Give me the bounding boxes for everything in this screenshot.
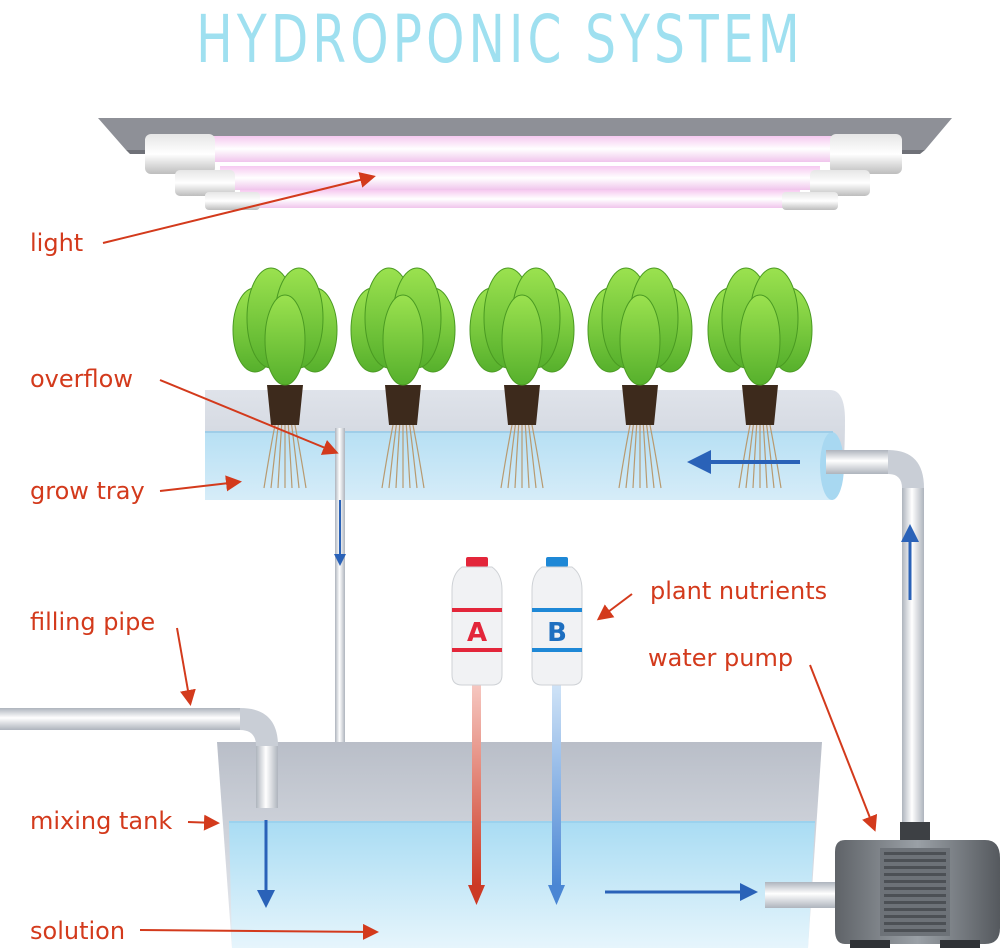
light-pointer <box>102 172 376 244</box>
lettuce-plant <box>587 267 693 489</box>
label-pointers <box>102 172 878 940</box>
grow-light <box>98 118 952 210</box>
bottle-a <box>451 557 503 686</box>
label-grow-tray: grow tray <box>30 477 145 505</box>
overflow-pointer <box>159 379 339 455</box>
water-pump-pointer <box>809 664 878 832</box>
grow-tray <box>205 390 845 500</box>
bottle-a-label: A <box>467 618 487 648</box>
plant-nutrients-pointer <box>596 593 633 621</box>
mixing-tank <box>217 742 822 948</box>
lettuce-plant <box>350 267 456 489</box>
lettuce-plant <box>707 267 813 489</box>
bottle-b <box>531 557 583 686</box>
light-tube-2 <box>220 166 820 190</box>
pump-grille <box>884 852 946 932</box>
light-tube-1 <box>200 136 840 162</box>
filling-pipe <box>0 708 278 808</box>
nutrient-a-arrowhead <box>468 885 485 905</box>
mixing-tank-pointer <box>187 814 220 831</box>
nutrient-b-arrowhead <box>548 885 565 905</box>
label-solution: solution <box>30 917 126 945</box>
diagram-title: HYDROPONIC SYSTEM <box>196 1 804 78</box>
grow-tray-pointer <box>159 475 242 492</box>
solution-pointer <box>139 923 379 940</box>
overflow-pipe <box>335 428 345 878</box>
light-tube-3 <box>240 190 800 208</box>
filling-pipe-pointer <box>176 627 196 706</box>
lettuce-plants <box>232 267 813 489</box>
label-plant-nutrients: plant nutrients <box>650 577 828 605</box>
solution-water <box>229 822 815 948</box>
label-light: light <box>30 229 84 257</box>
return-pipe <box>826 450 924 833</box>
bottle-b-label: B <box>547 618 567 648</box>
nutrient-a-stream <box>472 685 481 885</box>
lettuce-plant <box>469 267 575 489</box>
water-pump <box>765 822 1000 948</box>
label-filling-pipe: filling pipe <box>30 608 156 636</box>
lettuce-plant <box>232 267 338 489</box>
nutrient-b-stream <box>552 685 561 885</box>
label-mixing-tank: mixing tank <box>30 807 173 835</box>
label-overflow: overflow <box>30 365 133 393</box>
label-water-pump: water pump <box>648 644 794 672</box>
